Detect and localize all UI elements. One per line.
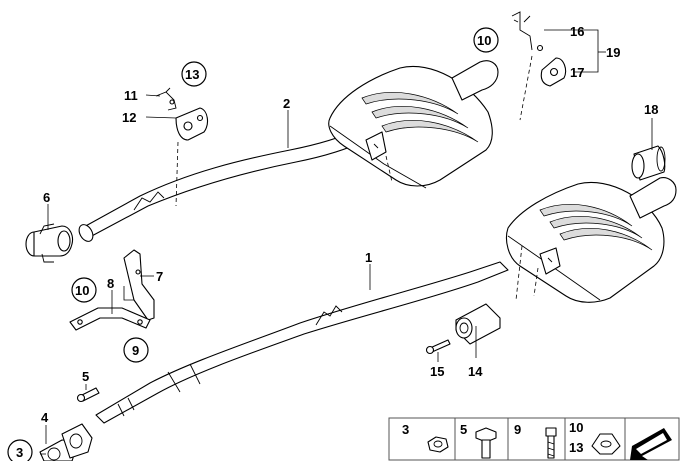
main-pipe-part-1 bbox=[95, 261, 509, 424]
hex-nut-icon bbox=[427, 436, 449, 453]
callout-1: 1 bbox=[365, 250, 372, 265]
flange-gasket-part-4 bbox=[39, 423, 93, 462]
flange-bolt-icon bbox=[475, 427, 497, 459]
legend-label-5: 5 bbox=[460, 422, 467, 437]
callout-10-left: 10 bbox=[75, 283, 89, 298]
callout-8: 8 bbox=[107, 276, 114, 291]
callout-5: 5 bbox=[82, 369, 89, 384]
callout-4: 4 bbox=[41, 410, 49, 425]
callout-circle-9 bbox=[123, 337, 149, 363]
callout-13: 13 bbox=[185, 67, 199, 82]
legend-label-13: 13 bbox=[569, 440, 583, 455]
legend-label-9: 9 bbox=[514, 422, 521, 437]
callout-2: 2 bbox=[283, 96, 290, 111]
upper-muffler-part-2 bbox=[328, 60, 499, 189]
collar-nut-icon bbox=[591, 433, 621, 455]
rubber-mount-part-17 bbox=[540, 57, 567, 87]
callout-circle-10-left bbox=[71, 277, 97, 303]
bracket-part-8 bbox=[69, 307, 151, 331]
hanger-bracket-part-16 bbox=[511, 11, 544, 52]
callout-labels: 1 2 3 4 5 6 7 8 9 10 10 11 12 13 14 15 1… bbox=[7, 24, 658, 465]
callout-14: 14 bbox=[468, 364, 483, 379]
fastener-legend: 3 5 9 10 13 bbox=[388, 417, 680, 461]
callout-18: 18 bbox=[644, 102, 658, 117]
callout-19: 19 bbox=[606, 45, 620, 60]
callout-9: 9 bbox=[132, 343, 139, 358]
sleeve-part-18 bbox=[631, 145, 666, 181]
front-pipe-part-2 bbox=[78, 129, 367, 242]
direction-arrow-icon bbox=[630, 428, 672, 460]
legend-label-10: 10 bbox=[569, 420, 583, 435]
leader-lines bbox=[40, 29, 653, 455]
bolt-part-5 bbox=[76, 387, 100, 403]
screw-part-15 bbox=[425, 339, 451, 355]
callout-16: 16 bbox=[570, 24, 584, 39]
callout-circle-13 bbox=[181, 61, 207, 87]
hanger-dashed-line-1 bbox=[175, 141, 179, 207]
callout-7: 7 bbox=[156, 269, 163, 284]
legend-label-3: 3 bbox=[402, 422, 409, 437]
callout-6: 6 bbox=[43, 190, 50, 205]
callout-11: 11 bbox=[124, 88, 138, 103]
callout-10-top: 10 bbox=[477, 33, 491, 48]
hanger-bracket-part-11 bbox=[155, 87, 177, 111]
hex-screw-icon bbox=[545, 427, 557, 459]
callout-15: 15 bbox=[430, 364, 444, 379]
bracket-part-7 bbox=[123, 249, 155, 321]
rubber-buffer-part-14 bbox=[455, 303, 501, 345]
callout-12: 12 bbox=[122, 110, 136, 125]
pipe-clamp-part-6 bbox=[25, 223, 74, 263]
rear-muffler-part-1 bbox=[505, 177, 677, 303]
callout-3: 3 bbox=[16, 445, 23, 460]
rubber-mount-part-12 bbox=[175, 107, 209, 141]
callout-circle-10-top bbox=[473, 27, 499, 53]
hanger-dashed-line-2 bbox=[519, 55, 533, 121]
callout-17: 17 bbox=[570, 65, 584, 80]
